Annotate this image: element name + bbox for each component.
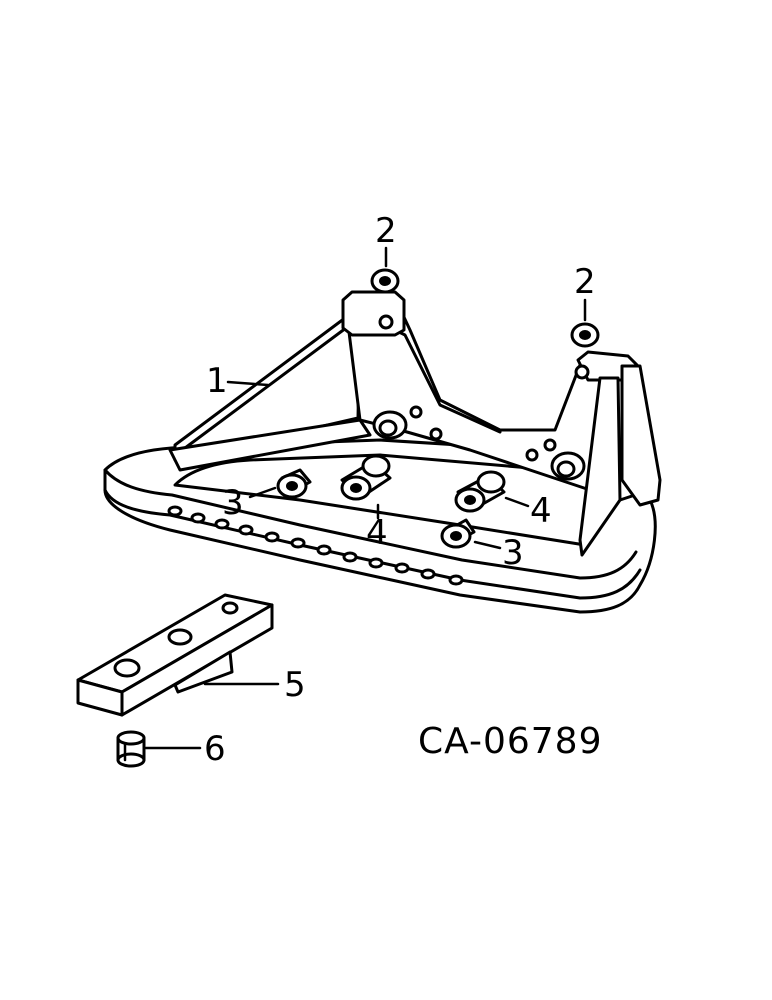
callout-1: 1: [206, 361, 228, 401]
bushing-long-right: [454, 470, 506, 513]
frame-left-pad: [341, 290, 406, 337]
callout-4-right: 4: [530, 491, 552, 531]
bushing-short-right: [440, 518, 476, 549]
callout-3-right: 3: [502, 533, 524, 573]
bushing-short-left: [276, 468, 312, 499]
callout-3-left: 3: [222, 483, 244, 523]
washer-left: [370, 268, 400, 294]
frame-bore-left: [372, 410, 408, 440]
frame-assembly: [103, 290, 662, 614]
callout-2-right: 2: [574, 262, 596, 302]
leader-lines: [144, 246, 587, 750]
callout-2-left: 2: [375, 211, 397, 251]
reference-code: CA-06789: [418, 721, 602, 762]
frame-right-brace: [578, 376, 622, 557]
frame-edge-holes: [167, 505, 464, 586]
callout-6: 6: [204, 729, 226, 769]
bushing-long-left: [340, 454, 392, 501]
callout-5: 5: [284, 665, 306, 705]
mounting-block: [76, 593, 274, 717]
frame-cross-bar: [168, 418, 372, 472]
washer-right: [570, 322, 600, 348]
callout-4-left: 4: [366, 513, 388, 553]
sleeve: [116, 730, 146, 768]
frame-bore-right: [550, 451, 586, 481]
